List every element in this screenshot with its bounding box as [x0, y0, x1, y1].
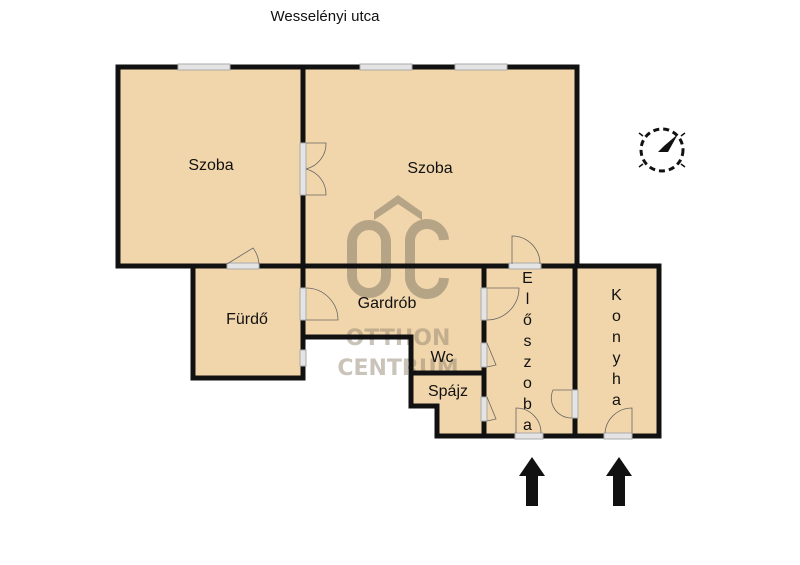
- door-opening: [480, 342, 488, 368]
- entrance-door-opening: [514, 432, 544, 440]
- windows: [177, 63, 633, 440]
- window: [299, 349, 307, 367]
- watermark-line2: CENTRUM: [337, 356, 458, 381]
- street-name: Wesselényi utca: [270, 8, 380, 25]
- door-swings: [226, 142, 633, 434]
- door-swing: [486, 396, 497, 422]
- outer-wall-right: [115, 64, 662, 439]
- room-label-furdo: Fürdő: [226, 311, 268, 328]
- room-label-konyha: Konyha: [608, 287, 625, 413]
- watermark-hat: [374, 195, 422, 220]
- door-swing: [515, 407, 542, 434]
- door-swing: [486, 287, 520, 321]
- door-opening: [299, 287, 307, 321]
- compass-icon: [638, 127, 686, 173]
- door-swing: [305, 287, 339, 321]
- room-label-spajz: Spájz: [428, 383, 468, 400]
- door-opening: [226, 262, 260, 270]
- watermark-o: [347, 220, 391, 298]
- floor-furdo: [193, 266, 303, 378]
- floor-gardrob: [303, 266, 484, 337]
- entrance-arrows: [519, 457, 632, 506]
- door-opening: [480, 396, 488, 422]
- arrow-up-icon: [606, 457, 632, 506]
- floor-szoba: [118, 67, 577, 266]
- door-opening: [480, 287, 488, 321]
- entrance-door-opening: [603, 432, 633, 440]
- door-swing: [604, 407, 633, 434]
- door-opening: [299, 142, 307, 196]
- watermark-c: [405, 219, 449, 299]
- window: [359, 63, 413, 71]
- door-swing: [305, 168, 327, 196]
- room-label-szoba-right: Szoba: [407, 160, 452, 177]
- door-swing: [511, 235, 541, 265]
- door-swing: [550, 389, 573, 419]
- door-swing: [486, 342, 497, 368]
- window: [177, 63, 231, 71]
- door-swing: [226, 247, 260, 265]
- room-label-szoba-left: Szoba: [188, 157, 233, 174]
- room-label-eloszoba: Előszoba: [519, 270, 536, 438]
- door-swing: [305, 142, 327, 170]
- door-opening: [571, 389, 579, 419]
- room-label-wc: Wc: [430, 349, 453, 366]
- floor-spajz-lower: [437, 406, 484, 436]
- window: [454, 63, 508, 71]
- arrow-up-icon: [519, 457, 545, 506]
- door-opening: [508, 262, 542, 270]
- outer-wall-left: [115, 64, 414, 381]
- room-label-gardrob: Gardrób: [358, 295, 417, 312]
